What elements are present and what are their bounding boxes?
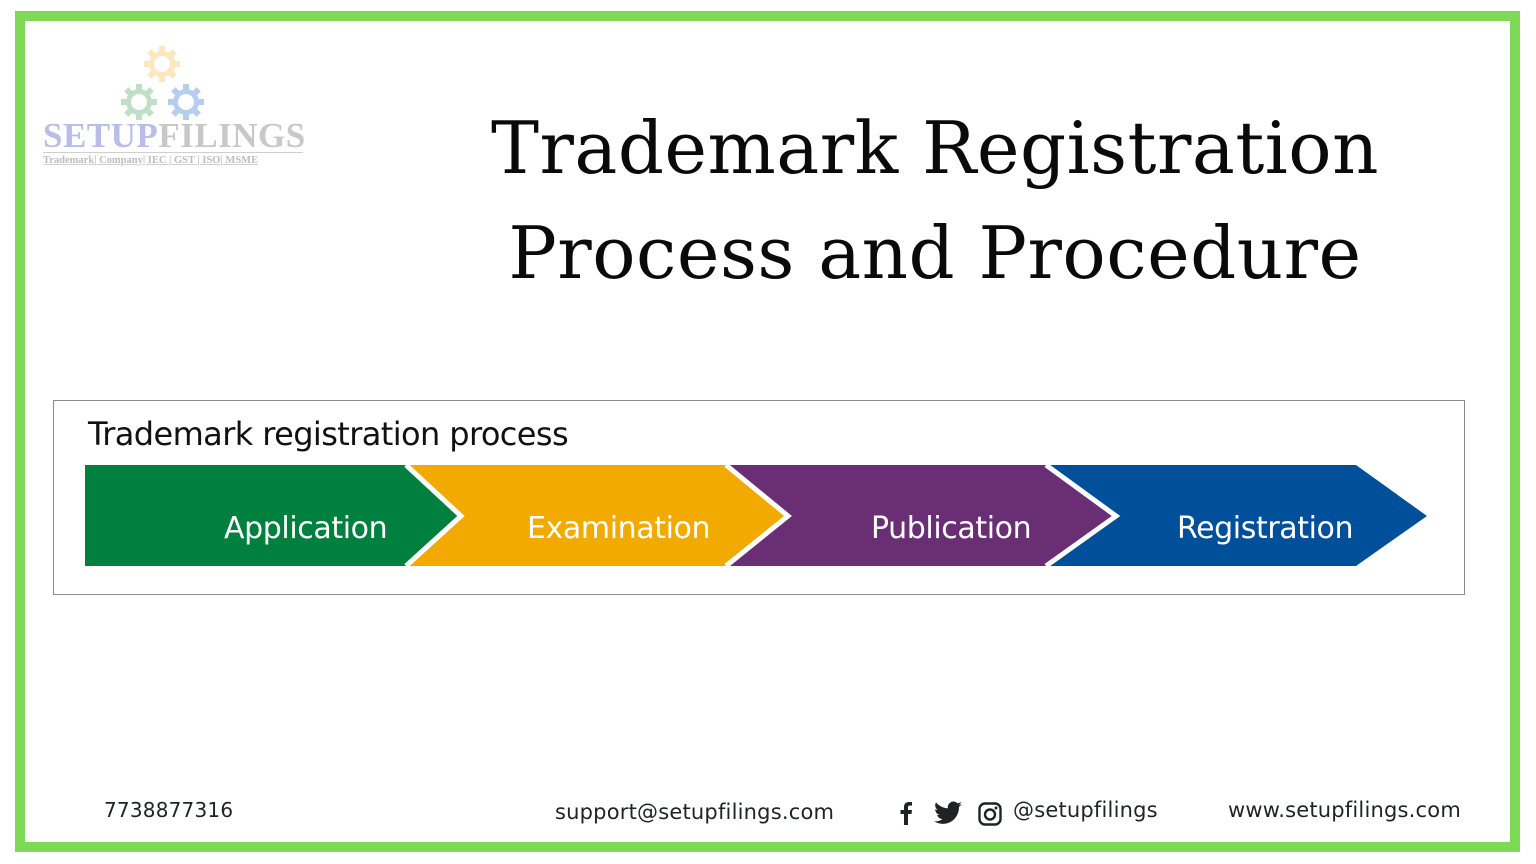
twitter-icon[interactable] [934, 801, 962, 825]
logo-brand-part1: SETUP [43, 116, 159, 155]
setupfilings-logo: SETUPFILINGS Trademark| Company| IEC | G… [40, 40, 310, 170]
chevron-publication [726, 465, 1116, 566]
gears-icon [121, 46, 204, 120]
facebook-icon[interactable] [899, 801, 913, 825]
footer-social-handle[interactable]: @setupfilings [1013, 798, 1158, 822]
footer-website[interactable]: www.setupfilings.com [1228, 798, 1462, 822]
logo-wordmark: SETUPFILINGS [43, 118, 306, 153]
footer-phone: 7738877316 [104, 798, 234, 822]
logo-tagline: Trademark| Company| IEC | GST | ISO| MSM… [43, 155, 259, 166]
chevron-examination [406, 465, 788, 566]
footer-email[interactable]: support@setupfilings.com [555, 800, 835, 824]
title-line-1: Trademark Registration [490, 106, 1380, 190]
step-label-registration: Registration [1177, 511, 1354, 546]
title-line-2: Process and Procedure [508, 211, 1362, 295]
process-heading: Trademark registration process [88, 415, 569, 453]
page-title: Trademark Registration Process and Proce… [440, 96, 1430, 306]
logo-brand-part2: FILINGS [158, 116, 306, 155]
chevron-registration [1046, 465, 1427, 566]
chevron-application [85, 465, 461, 566]
step-label-examination: Examination [527, 511, 711, 546]
step-label-publication: Publication [871, 511, 1032, 546]
instagram-icon[interactable] [978, 802, 1002, 826]
logo-divider [43, 152, 303, 153]
process-chevrons [85, 462, 1427, 569]
step-label-application: Application [224, 511, 388, 546]
process-diagram: Trademark registration process Applicati… [53, 400, 1465, 595]
slide-frame [15, 11, 1520, 852]
